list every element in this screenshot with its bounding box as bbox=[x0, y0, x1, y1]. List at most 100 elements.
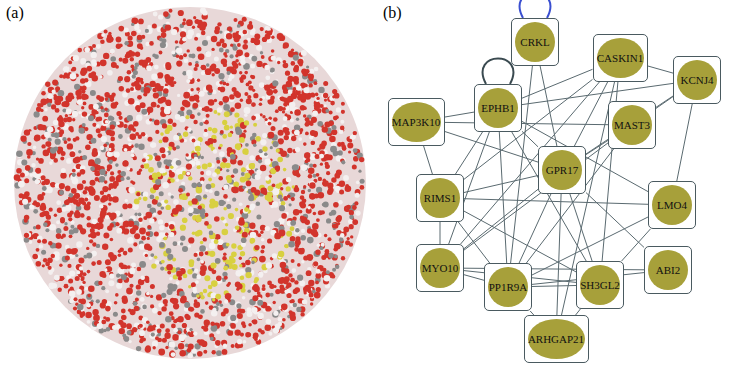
node-dot bbox=[297, 275, 303, 281]
node-dot bbox=[91, 261, 96, 266]
node-dot bbox=[265, 75, 270, 80]
node-dot bbox=[159, 38, 163, 42]
node-dot bbox=[90, 180, 96, 186]
node-dot bbox=[234, 112, 239, 117]
node-dot bbox=[252, 89, 255, 92]
node-dot bbox=[87, 270, 91, 274]
node-dot bbox=[313, 164, 317, 168]
node-dot bbox=[314, 194, 319, 199]
node-dot bbox=[206, 114, 210, 118]
node-dot bbox=[154, 65, 159, 70]
node-dot bbox=[136, 346, 141, 351]
node-dot bbox=[55, 242, 61, 248]
node-dot bbox=[270, 293, 274, 297]
node-dot bbox=[60, 157, 64, 161]
node-dot bbox=[213, 306, 219, 312]
node-dot bbox=[187, 29, 194, 36]
node-dot bbox=[295, 228, 299, 232]
node-dot bbox=[102, 274, 107, 279]
node-dot bbox=[304, 84, 308, 88]
node-dot bbox=[209, 189, 213, 193]
node-dot bbox=[317, 244, 320, 247]
node-dot bbox=[183, 18, 186, 21]
node-dot bbox=[201, 31, 206, 36]
node-dot bbox=[280, 187, 283, 190]
node-dot bbox=[329, 136, 336, 143]
node-dot bbox=[268, 122, 272, 126]
node-dot bbox=[162, 136, 168, 142]
node-dot bbox=[102, 244, 108, 250]
node-dot bbox=[109, 176, 115, 182]
node-dot bbox=[113, 185, 117, 189]
node-dot bbox=[334, 255, 338, 259]
node-dot bbox=[286, 286, 290, 290]
node-dot bbox=[63, 67, 69, 73]
node-dot bbox=[139, 330, 145, 336]
node-dot bbox=[311, 141, 315, 145]
node-dot bbox=[141, 303, 147, 309]
node-dot bbox=[127, 204, 132, 209]
node-dot bbox=[161, 206, 165, 210]
node-dot bbox=[139, 261, 146, 268]
node-dot bbox=[300, 280, 305, 285]
node-dot bbox=[45, 228, 49, 232]
node-dot bbox=[283, 63, 289, 69]
node-dot bbox=[130, 87, 134, 91]
node-dot bbox=[201, 156, 204, 159]
node-dot bbox=[170, 178, 175, 183]
node-dot bbox=[333, 116, 338, 121]
node-dot bbox=[343, 175, 349, 181]
node-dot bbox=[91, 109, 97, 115]
node-dot bbox=[243, 208, 249, 214]
node-dot bbox=[222, 229, 229, 236]
node-dot bbox=[223, 185, 228, 190]
node-dot bbox=[188, 237, 194, 243]
node-dot bbox=[93, 315, 100, 322]
node-dot bbox=[288, 90, 292, 94]
node-dot bbox=[34, 135, 41, 142]
node-dot bbox=[318, 87, 324, 93]
node-dot bbox=[245, 188, 248, 191]
node-dot bbox=[324, 275, 331, 282]
node-dot bbox=[260, 250, 264, 254]
node-dot bbox=[131, 23, 134, 26]
node-dot bbox=[140, 297, 145, 302]
node-dot bbox=[124, 148, 128, 152]
node-dot bbox=[69, 299, 74, 304]
node-dot bbox=[135, 213, 138, 216]
node-dot bbox=[154, 232, 159, 237]
node-dot bbox=[190, 88, 193, 91]
node-dot bbox=[64, 284, 69, 289]
node-dot bbox=[230, 315, 236, 321]
node-dot bbox=[26, 149, 33, 156]
node-dot bbox=[350, 235, 353, 238]
node-dot bbox=[16, 150, 23, 157]
node-dot bbox=[182, 323, 187, 328]
node-dot bbox=[70, 225, 74, 229]
node-dot bbox=[162, 182, 169, 189]
node-dot bbox=[273, 117, 278, 122]
node-dot bbox=[136, 284, 141, 289]
node-dot bbox=[161, 260, 165, 264]
node-dot bbox=[159, 225, 164, 230]
node-dot bbox=[164, 159, 169, 164]
node-dot bbox=[119, 58, 123, 62]
node-dot bbox=[270, 146, 273, 149]
node-dot bbox=[58, 190, 64, 196]
node-dot bbox=[295, 227, 300, 232]
node-dot bbox=[135, 105, 141, 111]
node-dot bbox=[285, 244, 289, 248]
node-dot bbox=[128, 143, 132, 147]
node-dot bbox=[211, 48, 214, 51]
node-dot bbox=[335, 265, 339, 269]
node-dot bbox=[84, 47, 90, 53]
node-dot bbox=[252, 295, 258, 301]
node-dot bbox=[233, 181, 239, 187]
node-dot bbox=[255, 136, 261, 142]
node-dot bbox=[225, 163, 231, 169]
node-dot bbox=[202, 164, 208, 170]
node-dot bbox=[126, 88, 131, 93]
node-dot bbox=[80, 70, 86, 76]
node-dot bbox=[244, 71, 248, 75]
